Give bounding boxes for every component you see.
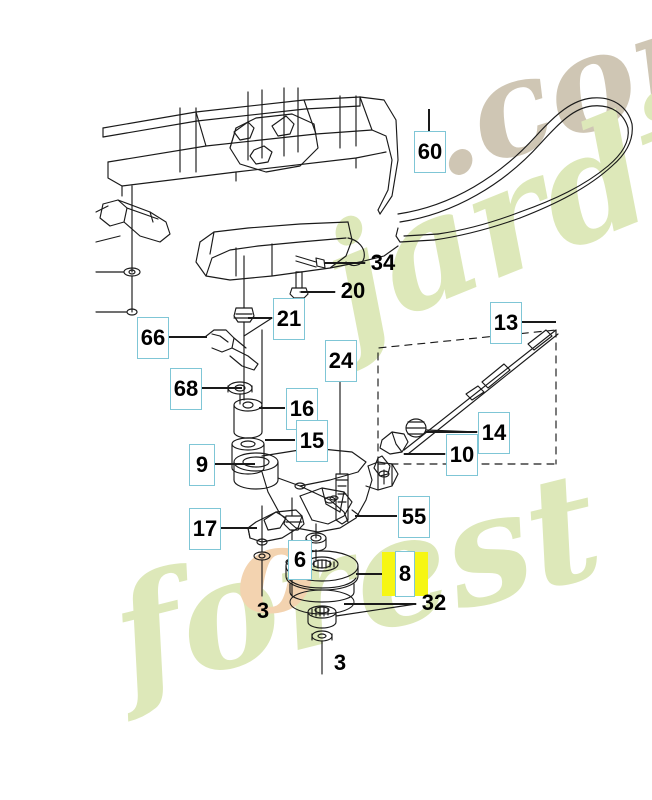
callout-60[interactable]: 60 — [414, 131, 446, 173]
callout-55[interactable]: 55 — [398, 496, 430, 538]
leader-20 — [301, 291, 335, 293]
leader-13 — [520, 321, 556, 323]
callout-66-text: 66 — [140, 325, 166, 350]
callout-21[interactable]: 21 — [273, 298, 305, 340]
leader-34 — [325, 262, 365, 264]
leader-68 — [200, 387, 242, 389]
callout-17-text: 17 — [192, 516, 218, 541]
part-55-bracket — [299, 487, 361, 525]
callout-3-left-text: 3 — [256, 598, 270, 623]
callout-55-text: 55 — [401, 504, 427, 529]
callout-60-text: 60 — [417, 139, 443, 164]
callout-13-text: 13 — [493, 310, 519, 335]
part-32-nut — [307, 603, 417, 629]
callout-6-text: 6 — [293, 547, 307, 572]
callout-34[interactable]: 34 — [367, 250, 399, 276]
leader-10 — [404, 453, 445, 455]
part-3-washer-left — [253, 505, 271, 597]
part-68-washer — [227, 381, 253, 405]
leader-15 — [265, 439, 295, 441]
callout-3-bottom-text: 3 — [333, 650, 347, 675]
callout-13[interactable]: 13 — [490, 302, 522, 344]
callout-15-text: 15 — [299, 428, 325, 453]
centre-shaft — [243, 329, 263, 405]
chassis-frame — [95, 87, 633, 316]
callout-3-left[interactable]: 3 — [255, 598, 271, 624]
leader-14 — [425, 431, 477, 433]
callout-9-text: 9 — [195, 452, 209, 477]
leader-9 — [213, 463, 255, 465]
callout-21-text: 21 — [276, 306, 302, 331]
callout-8-text: 8 — [398, 561, 412, 586]
callout-68[interactable]: 68 — [170, 368, 202, 410]
leader-60 — [428, 109, 430, 131]
leader-17 — [219, 527, 257, 529]
leader-66 — [167, 336, 207, 338]
callout-8-inner: 8 — [395, 551, 415, 597]
leader-32 — [344, 603, 416, 605]
callout-8-highlighted[interactable]: 8 — [382, 551, 428, 597]
callout-14[interactable]: 14 — [478, 412, 510, 454]
callout-24-text: 24 — [328, 348, 354, 373]
part-3-washer-lower — [311, 630, 333, 675]
part-66-clip — [204, 329, 259, 371]
part-21-assembly — [233, 255, 273, 337]
callout-66[interactable]: 66 — [137, 317, 169, 359]
leader-16 — [259, 407, 285, 409]
callout-15[interactable]: 15 — [296, 420, 328, 462]
callout-24[interactable]: 24 — [325, 340, 357, 382]
leader-55 — [355, 515, 397, 517]
callout-17[interactable]: 17 — [189, 508, 221, 550]
leader-21 — [248, 317, 272, 319]
callout-20[interactable]: 20 — [337, 278, 369, 304]
callout-32-text: 32 — [421, 590, 447, 615]
callout-3-bottom[interactable]: 3 — [332, 650, 348, 676]
callout-20-text: 20 — [340, 278, 366, 303]
callout-34-text: 34 — [370, 250, 396, 275]
leader-8 — [356, 573, 383, 575]
callout-10[interactable]: 10 — [446, 434, 478, 476]
callout-14-text: 14 — [481, 420, 507, 445]
callout-9[interactable]: 9 — [189, 444, 215, 486]
part-16-spacer — [233, 398, 263, 439]
callout-16-text: 16 — [289, 396, 315, 421]
part-15-collar — [231, 437, 265, 475]
part-17-tab-plate — [247, 509, 303, 546]
callout-68-text: 68 — [173, 376, 199, 401]
callout-32[interactable]: 32 — [418, 590, 450, 616]
callout-6[interactable]: 6 — [288, 540, 312, 580]
callout-10-text: 10 — [449, 442, 475, 467]
